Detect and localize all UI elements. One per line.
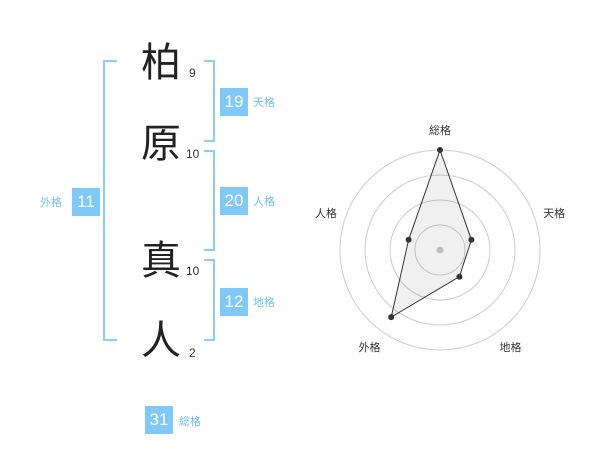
radar-point-4	[388, 314, 395, 321]
stroke-count-3: 10	[186, 264, 200, 278]
radar-axis-label-5: 人格	[315, 206, 337, 220]
gaikaku-badge: 11	[72, 188, 100, 216]
gaikaku-bracket	[103, 60, 117, 341]
radar-grid-ring	[364, 174, 516, 326]
name-char-1: 柏	[141, 40, 181, 86]
jinkaku-bracket	[204, 150, 215, 251]
name-char-4: 人	[141, 318, 181, 364]
name-char-3: 真	[141, 238, 181, 284]
soukaku-label: 総格	[179, 415, 201, 428]
radar-axis-label-4: 外格	[358, 340, 380, 354]
tenkaku-label: 天格	[253, 96, 275, 109]
radar-grid-ring	[389, 199, 491, 301]
radar-axis-label-3: 地格	[500, 340, 522, 354]
radar-point-5	[405, 236, 412, 243]
radar-axis-label-2: 天格	[543, 206, 565, 220]
stroke-count-1: 9	[189, 66, 196, 80]
radar-point-2	[468, 236, 475, 243]
stroke-count-4: 2	[189, 346, 196, 360]
jinkaku-badge: 20	[220, 187, 248, 215]
radar-series-polygon	[390, 148, 472, 319]
radar-axis-label-1: 総格	[429, 123, 451, 137]
gaikaku-label: 外格	[40, 196, 62, 209]
chikaku-bracket	[204, 259, 215, 341]
soukaku-badge: 31	[145, 406, 173, 434]
radar-point-3	[456, 273, 463, 280]
chikaku-badge: 12	[220, 288, 248, 316]
tenkaku-bracket	[204, 60, 215, 142]
radar-grid-ring	[414, 224, 466, 276]
chikaku-label: 地格	[253, 296, 275, 309]
jinkaku-label: 人格	[253, 195, 275, 208]
radar-center-dot	[436, 246, 444, 254]
stroke-count-2: 10	[186, 147, 200, 161]
name-char-2: 原	[141, 121, 181, 167]
tenkaku-badge: 19	[220, 88, 248, 116]
radar-point-1	[437, 147, 443, 153]
